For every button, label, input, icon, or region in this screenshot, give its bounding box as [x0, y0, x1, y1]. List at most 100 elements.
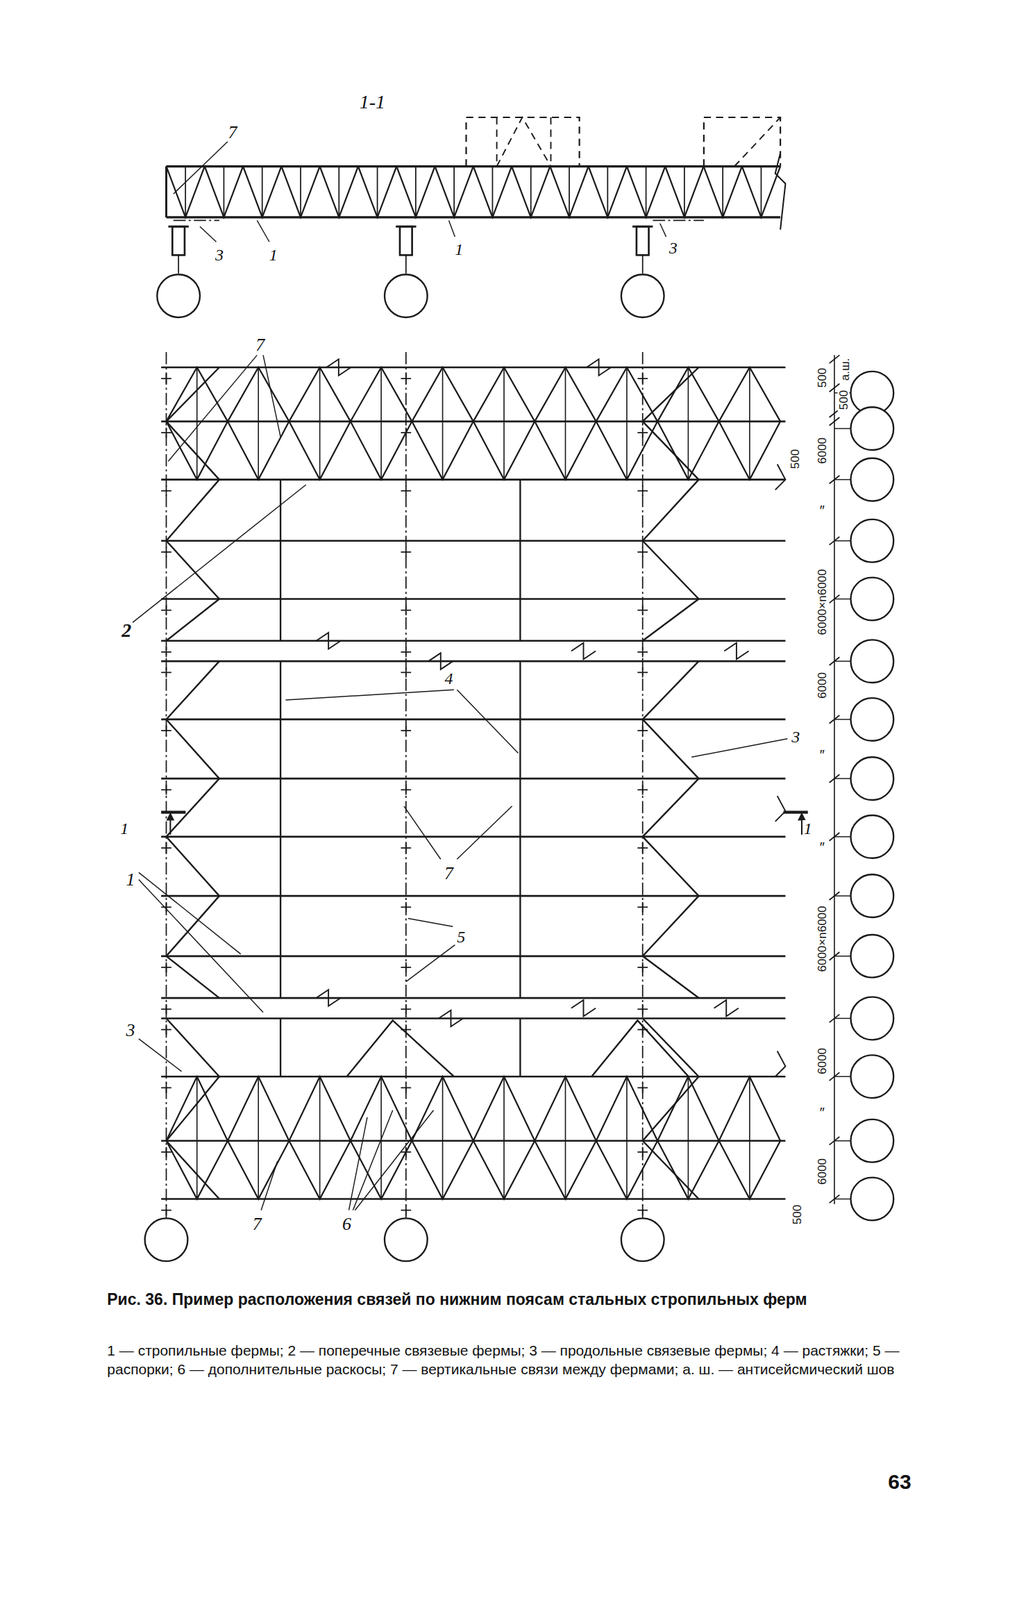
brace-vertical	[380, 1140, 382, 1199]
brace-vertical	[565, 367, 567, 422]
transverse-brace	[534, 1140, 596, 1199]
callout-number: 7	[251, 1214, 264, 1233]
column-axis	[405, 351, 407, 1219]
truss-vertical	[606, 166, 609, 218]
tie-rod	[519, 836, 521, 896]
plus-mark	[405, 842, 407, 854]
extension-line	[834, 894, 852, 896]
plus-mark	[405, 962, 407, 973]
axis-circle	[384, 274, 428, 318]
plus-mark	[165, 1204, 168, 1215]
longitudinal-brace	[166, 479, 220, 541]
page-number: 63	[886, 1471, 913, 1492]
transverse-brace	[534, 367, 596, 422]
extension-line	[834, 1017, 852, 1019]
plus-mark	[165, 646, 168, 658]
truss-web	[626, 166, 666, 218]
lantern-frame	[703, 117, 781, 167]
plus-mark	[165, 1023, 168, 1035]
plus-mark	[165, 784, 168, 795]
plus-mark	[642, 1023, 644, 1035]
plus-mark	[405, 485, 407, 496]
extension-line	[834, 660, 852, 661]
transverse-brace	[473, 367, 535, 422]
dimension-text: ″	[818, 503, 827, 518]
plus-mark	[642, 901, 644, 913]
leader-line	[138, 879, 264, 1013]
break-mark	[326, 358, 351, 376]
plus-mark	[165, 842, 168, 854]
plus-mark	[405, 373, 407, 384]
plus-mark	[405, 547, 407, 558]
plus-mark	[165, 427, 168, 439]
leader-line	[263, 354, 281, 437]
transverse-brace	[166, 1140, 228, 1199]
column-cap	[167, 225, 189, 228]
axis-circle	[621, 274, 665, 318]
callout-number: 1	[267, 246, 280, 264]
truss-vertical	[645, 166, 647, 218]
brace-vertical	[565, 1076, 567, 1141]
dimension-text: а.ш.	[838, 356, 851, 383]
transverse-brace	[288, 1076, 350, 1141]
truss-vertical	[721, 166, 724, 218]
truss-web	[588, 166, 627, 218]
plus-mark	[642, 604, 644, 616]
column-head	[399, 226, 413, 255]
truss-vertical	[530, 166, 532, 218]
bottom-chord	[166, 215, 781, 218]
break-mark	[571, 642, 596, 660]
brace-vertical	[749, 1140, 751, 1199]
callout-number: 3	[213, 246, 225, 264]
break-mark	[775, 464, 786, 491]
axis-circle	[621, 1217, 665, 1261]
truss-web	[166, 166, 205, 218]
truss-vertical	[376, 166, 379, 218]
tie-rod	[519, 1017, 521, 1077]
brace-vertical	[626, 1140, 628, 1199]
longitudinal-brace	[166, 955, 220, 998]
axis-line	[642, 254, 644, 273]
transverse-brace	[657, 421, 719, 480]
brace-vertical	[626, 421, 628, 480]
axis-circle	[850, 406, 894, 450]
longitudinal-brace	[166, 895, 220, 956]
brace-vertical	[380, 421, 382, 480]
leader-line	[256, 220, 270, 242]
transverse-brace	[719, 367, 781, 422]
brace-vertical	[565, 1140, 567, 1199]
break-mark	[586, 358, 611, 376]
leader-line	[354, 1110, 434, 1210]
plus-mark	[165, 962, 168, 973]
column-cap	[632, 225, 653, 228]
transverse-brace	[534, 421, 596, 480]
lantern-post	[550, 117, 552, 167]
truss-vertical	[338, 166, 340, 218]
brace-vertical	[319, 421, 321, 480]
extension-line	[834, 427, 852, 429]
dimension-text: 500	[788, 447, 801, 470]
plus-mark	[642, 784, 644, 795]
leader-line	[449, 220, 456, 237]
brace-vertical	[196, 421, 198, 480]
plus-mark	[165, 485, 168, 496]
dimension-text: 6000	[816, 1156, 829, 1186]
longitudinal-brace	[166, 836, 220, 896]
longitudinal-brace	[642, 540, 700, 600]
extension-line	[834, 835, 852, 837]
column-head	[172, 226, 185, 255]
tie-rod	[519, 895, 521, 956]
callout-number: 3	[789, 728, 802, 745]
plus-mark	[165, 1082, 168, 1093]
longitudinal-brace	[166, 540, 220, 600]
truss-vertical	[299, 166, 302, 218]
dimension-text: 500	[837, 388, 850, 411]
transverse-brace	[350, 1076, 412, 1141]
plus-mark	[405, 646, 407, 658]
brace-vertical	[196, 1140, 198, 1199]
break-mark	[428, 652, 453, 670]
column-cap	[395, 225, 416, 228]
section-arrowhead	[797, 812, 806, 821]
longitudinal-brace	[166, 1017, 220, 1077]
